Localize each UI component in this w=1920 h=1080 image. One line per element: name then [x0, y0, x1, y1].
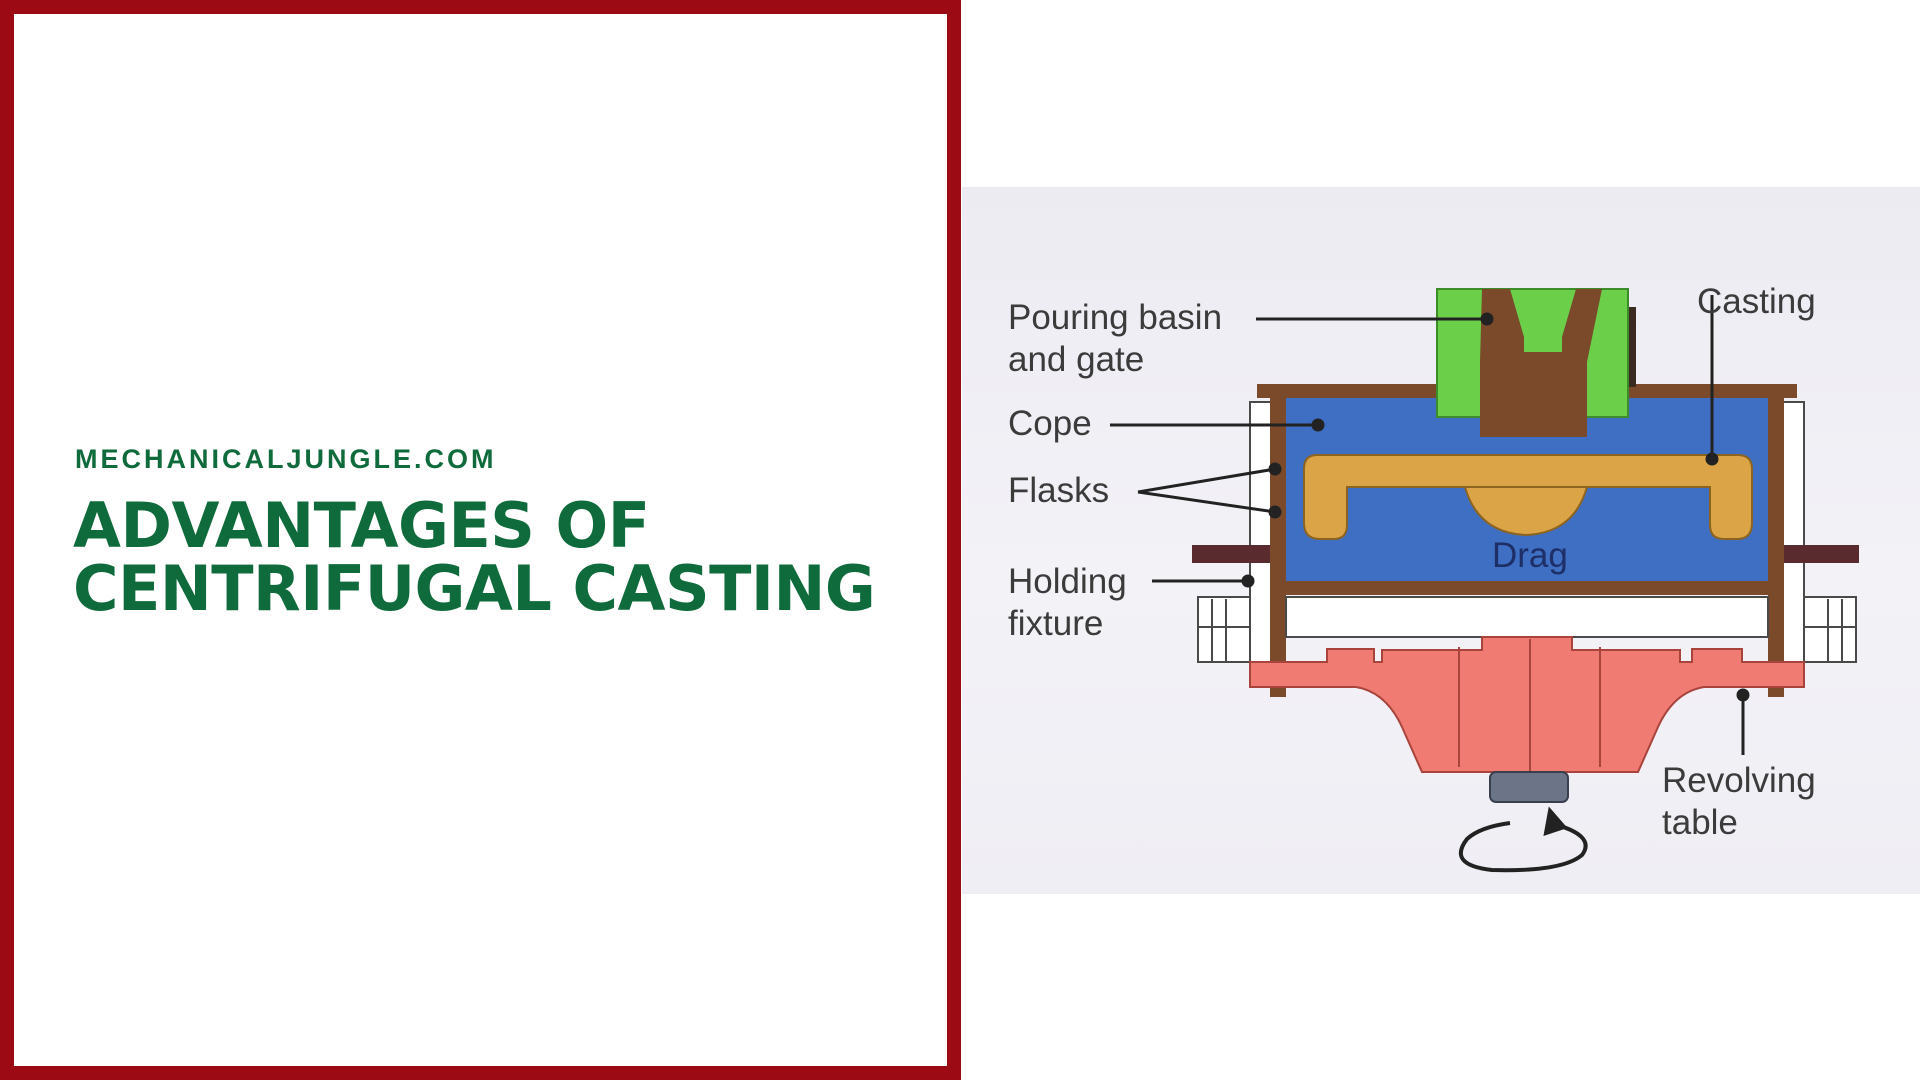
clearance-band — [1285, 596, 1769, 638]
label-casting: Casting — [1697, 282, 1816, 321]
flask-wall-right — [1768, 397, 1784, 697]
title-card — [0, 0, 961, 1080]
label-pouring-basin-line2: and gate — [1008, 340, 1145, 379]
label-drag: Drag — [1492, 536, 1568, 575]
label-revolving-line1: Revolving — [1662, 761, 1816, 800]
title-line-1: ADVANTAGES OF — [73, 489, 650, 562]
leader-lines — [1110, 295, 1750, 755]
label-revolving-table: Revolving table — [1662, 760, 1816, 844]
page-title: ADVANTAGES OF CENTRIFUGAL CASTING — [73, 494, 893, 620]
site-name: MECHANICALJUNGLE.COM — [75, 444, 497, 474]
label-holding-line1: Holding — [1008, 562, 1127, 601]
label-flasks: Flasks — [1008, 471, 1110, 510]
label-pouring-basin-line1: Pouring basin — [1008, 298, 1223, 337]
rotation-arrow-icon — [1458, 806, 1588, 873]
flask-bottom-plate — [1270, 581, 1784, 595]
fixture-arm-right — [1767, 545, 1859, 563]
revolving-table-shape — [1249, 636, 1805, 773]
label-holding-line2: fixture — [1008, 604, 1104, 643]
fixture-arm-left — [1192, 545, 1284, 563]
casting-shape — [1303, 454, 1753, 540]
diagram-drawing — [1110, 288, 1859, 873]
label-revolving-line2: table — [1662, 803, 1738, 842]
label-pouring-basin: Pouring basin and gate — [1008, 297, 1222, 381]
sprue-metal — [1480, 289, 1602, 437]
spindle-shaft — [1489, 771, 1569, 803]
label-holding-fixture: Holding fixture — [1008, 561, 1127, 645]
centrifugal-casting-diagram: Pouring basin and gate Cope Flasks Holdi… — [962, 187, 1920, 894]
casting-boss — [1463, 486, 1589, 537]
title-line-2: CENTRIFUGAL CASTING — [73, 552, 876, 625]
flask-wall-left — [1270, 397, 1286, 697]
label-cope: Cope — [1008, 404, 1092, 443]
